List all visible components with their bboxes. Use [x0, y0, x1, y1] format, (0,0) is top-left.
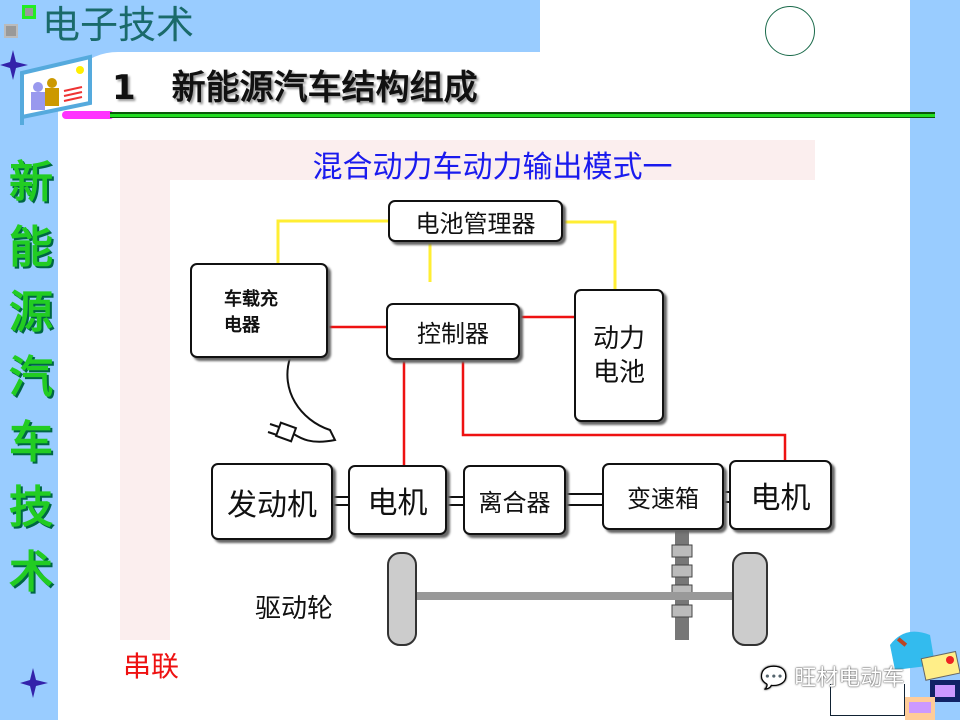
top-band — [0, 0, 540, 52]
signal-lines — [276, 219, 617, 290]
circle-decoration — [765, 6, 815, 56]
pill-decoration — [62, 111, 114, 119]
vertical-char: 新 — [9, 157, 53, 208]
drive-axle — [387, 528, 768, 646]
slide-title: 新能源汽车结构组成 — [171, 68, 478, 108]
gearbox-box: 变速箱 — [602, 463, 724, 530]
vertical-title: 新 能 源 汽 车 技 术 — [6, 150, 56, 605]
wheel-right — [732, 552, 768, 646]
sparkle-icon — [0, 50, 28, 80]
motor-box-right: 电机 — [729, 460, 832, 530]
right-band — [910, 0, 960, 720]
watermark-text: 旺材电动车 — [794, 666, 905, 691]
heading-rule — [110, 112, 935, 118]
power-lines — [328, 315, 787, 465]
vertical-char: 源 — [9, 287, 53, 338]
wechat-icon: 💬 — [760, 666, 795, 691]
left-sidebar-band — [0, 0, 58, 720]
wheel-left — [387, 552, 417, 646]
battery-manager-box: 电池管理器 — [388, 200, 563, 242]
brand-title: 电子技术 — [42, 3, 195, 47]
vertical-char: 技 — [9, 482, 53, 533]
vertical-char: 术 — [9, 547, 53, 598]
green-square-icon — [22, 5, 36, 19]
clutch-box: 离合器 — [463, 465, 566, 535]
frame-decoration — [830, 684, 905, 716]
mode-label: 串联 — [123, 650, 180, 683]
power-battery-box: 动力 电池 — [574, 289, 664, 422]
charging-cable — [286, 357, 337, 443]
onboard-charger-box: 车载充 电器 — [190, 263, 328, 358]
vertical-char: 车 — [9, 417, 53, 468]
engine-box: 发动机 — [211, 463, 333, 540]
vertical-char: 能 — [9, 222, 53, 273]
sparkle-icon — [20, 668, 48, 698]
vertical-char: 汽 — [9, 352, 53, 403]
billboard-icon — [0, 50, 92, 125]
mailbox-icon — [890, 631, 960, 720]
gray-square-icon — [4, 24, 18, 38]
slide-heading: 1 新能源汽车结构组成 — [112, 60, 478, 109]
watermark: 💬 旺材电动车 — [760, 660, 904, 692]
drive-wheel-label: 驱动轮 — [255, 594, 334, 624]
plug-icon — [267, 421, 298, 443]
diagram-title: 混合动力车动力输出模式一 — [312, 150, 673, 185]
motor-box-left: 电机 — [348, 465, 447, 535]
controller-box: 控制器 — [386, 303, 520, 360]
slide-number: 1 — [112, 68, 136, 108]
